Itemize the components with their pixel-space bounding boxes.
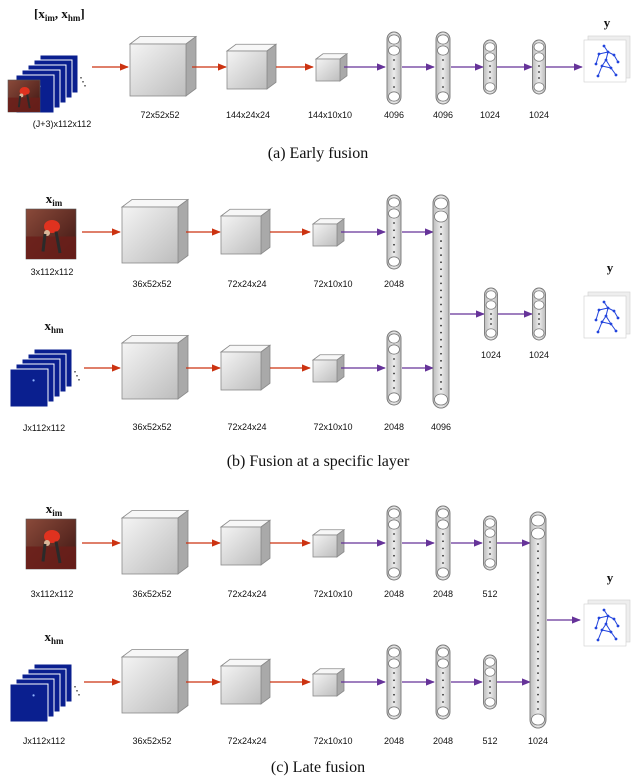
conv-dims-label: 144x24x24 xyxy=(226,110,270,120)
conv-block-3 xyxy=(311,353,346,383)
fc-dims-label: 2048 xyxy=(384,589,404,599)
fc-layer xyxy=(386,505,402,581)
fc-layer xyxy=(532,287,546,341)
pose-skeleton-icon xyxy=(583,599,631,647)
heatmap-input-label: xhm xyxy=(44,318,64,335)
fc-dims-label: 2048 xyxy=(384,279,404,289)
conv-block-1 xyxy=(120,648,190,714)
conv-block-1 xyxy=(120,334,190,400)
fc-layer xyxy=(386,194,402,270)
image-input-label: xim xyxy=(46,501,63,518)
input-image-icon xyxy=(7,79,41,113)
fc-layer xyxy=(386,330,402,406)
fused-fc-layer xyxy=(432,194,450,409)
fc-dims-label: 1024 xyxy=(529,350,549,360)
conv-block-1 xyxy=(120,198,190,264)
conv-block-2 xyxy=(219,208,272,255)
fc-dims-label: 1024 xyxy=(480,110,500,120)
fused-fc-label: 1024 xyxy=(528,736,548,746)
conv-block-2 xyxy=(219,519,272,566)
conv-block-1 xyxy=(128,35,198,97)
conv-dims-label: 72x10x10 xyxy=(313,279,352,289)
fc-dims-label: 2048 xyxy=(384,422,404,432)
conv-dims-label: 72x24x24 xyxy=(227,422,266,432)
conv-dims-label: 36x52x52 xyxy=(132,736,171,746)
conv-dims-label: 72x10x10 xyxy=(313,589,352,599)
fc-layer xyxy=(386,31,402,105)
conv-dims-label: 72x10x10 xyxy=(313,736,352,746)
conv-block-3 xyxy=(311,667,346,697)
fc-dims-label: 4096 xyxy=(433,110,453,120)
output-y-label: y xyxy=(607,570,614,585)
conv-dims-label: 36x52x52 xyxy=(132,279,171,289)
conv-dims-label: 144x10x10 xyxy=(308,110,352,120)
input-fusion-label: [xim, xhm] xyxy=(34,6,85,23)
conv-dims-label: 72x52x52 xyxy=(140,110,179,120)
pose-skeleton-icon xyxy=(583,291,631,339)
fc-dims-label: 512 xyxy=(482,736,497,746)
conv-dims-label: 36x52x52 xyxy=(132,589,171,599)
conv-dims-label: 72x10x10 xyxy=(313,422,352,432)
fused-fc-label: 4096 xyxy=(431,422,451,432)
caption-c: (c) Late fusion xyxy=(271,759,365,776)
fc-layer xyxy=(483,515,497,571)
fc-layer xyxy=(483,39,497,95)
output-y-label: y xyxy=(604,15,611,30)
fc-dims-label: 512 xyxy=(482,589,497,599)
caption-a: (a) Early fusion xyxy=(268,145,368,162)
fc-dims-label: 2048 xyxy=(433,589,453,599)
fc-dims-label: 1024 xyxy=(481,350,501,360)
image-dims-label: 3x112x112 xyxy=(31,267,74,277)
conv-dims-label: 72x24x24 xyxy=(227,279,266,289)
input-image-icon xyxy=(25,208,77,260)
conv-dims-label: 72x24x24 xyxy=(227,736,266,746)
fc-dims-label: 4096 xyxy=(384,110,404,120)
fc-layer xyxy=(386,644,402,720)
conv-block-2 xyxy=(219,658,272,705)
fc-dims-label: 2048 xyxy=(384,736,404,746)
caption-b: (b) Fusion at a specific layer xyxy=(227,453,410,470)
fc-layer xyxy=(435,644,451,720)
conv-block-3 xyxy=(314,52,349,82)
conv-dims-label: 72x24x24 xyxy=(227,589,266,599)
conv-block-1 xyxy=(120,509,190,575)
heatmap-stack-icon xyxy=(9,663,80,723)
pose-skeleton-icon xyxy=(583,35,631,83)
heatmap-stack-icon xyxy=(9,348,80,408)
conv-block-2 xyxy=(219,344,272,391)
conv-block-3 xyxy=(311,217,346,247)
input-dims-label: (J+3)x112x112 xyxy=(33,119,91,129)
image-dims-label: 3x112x112 xyxy=(31,589,74,599)
heatmap-dims-label: Jx112x112 xyxy=(23,423,65,433)
input-image-icon xyxy=(25,518,77,570)
image-input-label: xim xyxy=(46,191,63,208)
conv-block-2 xyxy=(225,43,278,90)
conv-block-3 xyxy=(311,528,346,558)
output-y-label: y xyxy=(607,260,614,275)
heatmap-dims-label: Jx112x112 xyxy=(23,736,65,746)
fused-fc-layer xyxy=(529,511,547,729)
fc-layer xyxy=(483,654,497,710)
fc-layer xyxy=(435,31,451,105)
fc-layer xyxy=(435,505,451,581)
conv-dims-label: 36x52x52 xyxy=(132,422,171,432)
fc-dims-label: 1024 xyxy=(529,110,549,120)
fc-layer xyxy=(484,287,498,341)
heatmap-input-label: xhm xyxy=(44,629,64,646)
fc-dims-label: 2048 xyxy=(433,736,453,746)
fc-layer xyxy=(532,39,546,95)
